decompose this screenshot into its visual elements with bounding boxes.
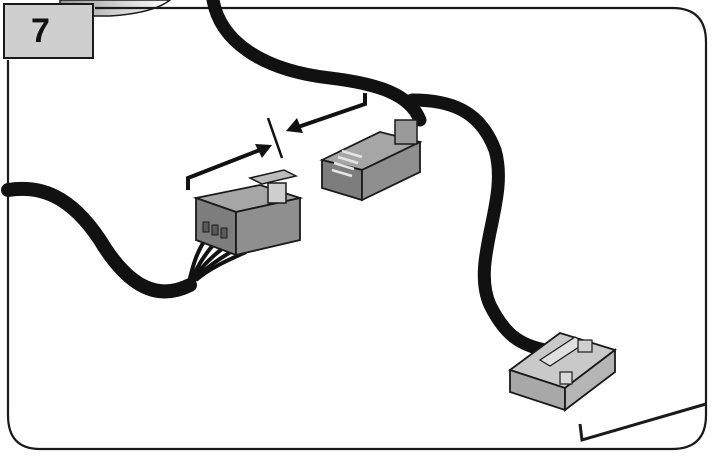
vehicle-cable: [1, 181, 197, 299]
female-connector: [192, 169, 304, 257]
harness-cable-to-module: [405, 93, 552, 357]
connect-arrows-icon: [186, 93, 367, 190]
mount-bracket-outline: [578, 402, 707, 442]
step-badge: 7: [3, 3, 94, 59]
frame-border: [6, 6, 708, 451]
male-connector: [319, 119, 423, 202]
harness-cable-main: [206, 0, 427, 127]
plug-in-module: [508, 332, 617, 412]
step-number: 7: [31, 12, 50, 50]
